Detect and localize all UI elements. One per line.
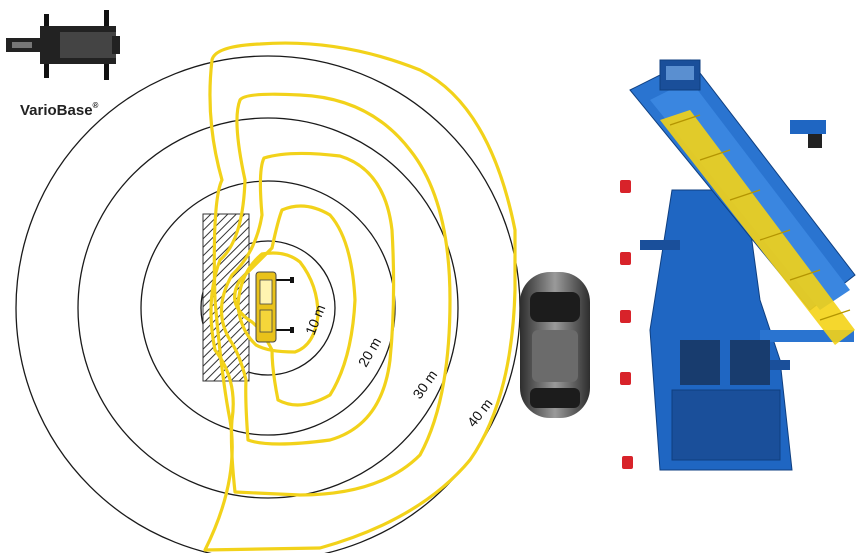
ring-label-20m: 20 m: [355, 335, 384, 370]
warning-markers: [620, 180, 633, 469]
load-curve-2: [209, 92, 452, 497]
car-icon: [520, 272, 590, 418]
warning-marker-icon: [620, 310, 631, 323]
warning-marker-icon: [620, 180, 631, 193]
ring-10m: [200, 240, 336, 376]
warning-marker-icon: [620, 252, 631, 265]
ring-20m: [140, 180, 396, 436]
crane-icon: [629, 59, 856, 471]
warning-marker-icon: [622, 456, 633, 469]
load-curve-3: [219, 151, 396, 446]
load-curve-4: [233, 204, 357, 407]
load-curve-inner: [236, 251, 320, 354]
crane-center-icon: [255, 271, 294, 343]
load-curves: [203, 41, 517, 552]
hatched-obstacle: [202, 213, 250, 382]
brand-label: VarioBase®: [20, 101, 99, 119]
crane-outrigger-icon: [6, 10, 120, 80]
ring-label-10m: 10 m: [302, 302, 328, 337]
load-curve-outer: [203, 41, 517, 552]
ring-30m: [77, 117, 459, 499]
warning-marker-icon: [620, 372, 631, 385]
